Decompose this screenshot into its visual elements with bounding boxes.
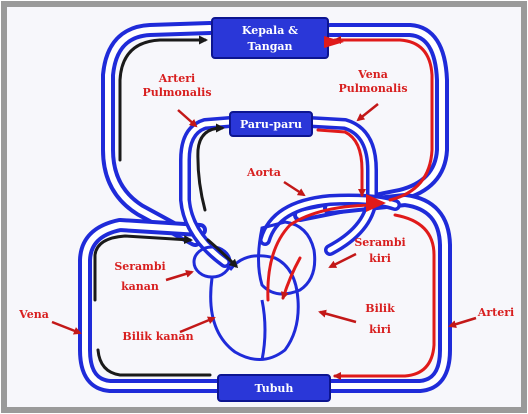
- flow-red-pulmonary: [316, 128, 366, 197]
- head-label-2: Tangan: [247, 40, 292, 53]
- lungs-label: Paru-paru: [240, 118, 302, 131]
- pointer-arrow-icon: [283, 180, 306, 197]
- organ-box-lungs: Paru-paru: [229, 111, 313, 137]
- flow-black-lungs: [196, 123, 225, 212]
- pulmonary-vein-label-2: Pulmonalis: [338, 82, 407, 95]
- aorta-label: Aorta: [246, 166, 281, 179]
- organ-box-body: Tubuh: [217, 374, 331, 402]
- flow-red-aorta: [266, 201, 380, 302]
- annotations: Arteri Pulmonalis Vena Pulmonalis Aorta …: [18, 68, 514, 343]
- flow-black-bottom: [96, 348, 212, 377]
- left-atrium-shape: [257, 220, 317, 296]
- pulmonary-artery-label-2: Pulmonalis: [142, 86, 211, 99]
- pointer-arrow-icon: [328, 252, 357, 269]
- pointer-arrow-icon: [165, 269, 194, 282]
- blood-vessels: [78, 21, 452, 393]
- pointer-arrow-icon: [448, 316, 477, 329]
- pulmonary-vein-label-1: Vena: [357, 68, 388, 81]
- left-ventricle-label-1: Bilik: [365, 302, 395, 315]
- flow-lines: [93, 35, 436, 380]
- left-atrium-label-2: kiri: [369, 252, 391, 265]
- arrow-head-icon: [366, 194, 386, 212]
- left-ventricle-label-2: kiri: [369, 323, 391, 336]
- pointer-arrow-icon: [177, 109, 198, 128]
- right-atrium-label-1: Serambi: [114, 260, 165, 273]
- flow-red-head: [333, 36, 434, 202]
- right-ventricle-label: Bilik kanan: [122, 330, 193, 343]
- organ-box-head: Kepala & Tangan: [211, 17, 329, 59]
- pointer-arrow-icon: [318, 309, 357, 324]
- pulmonary-artery-label-1: Arteri: [158, 72, 195, 85]
- septum: [260, 299, 267, 361]
- flow-red-left-heart: [281, 256, 302, 300]
- head-label-1: Kepala &: [242, 24, 298, 37]
- left-atrium-label-1: Serambi: [354, 236, 405, 249]
- pointer-arrow-icon: [356, 103, 379, 122]
- vein-label: Vena: [18, 308, 49, 321]
- flow-black-head: [118, 35, 208, 162]
- artery-label: Arteri: [477, 306, 514, 319]
- pointer-arrow-icon: [179, 316, 216, 334]
- flow-red-body: [333, 213, 436, 380]
- pointer-arrow-icon: [51, 320, 82, 335]
- right-atrium-label-2: kanan: [121, 280, 159, 293]
- flow-black-into-heart: [206, 238, 239, 269]
- flow-black-body: [93, 234, 193, 302]
- arrow-head-icon: [324, 36, 344, 48]
- body-label: Tubuh: [255, 382, 294, 395]
